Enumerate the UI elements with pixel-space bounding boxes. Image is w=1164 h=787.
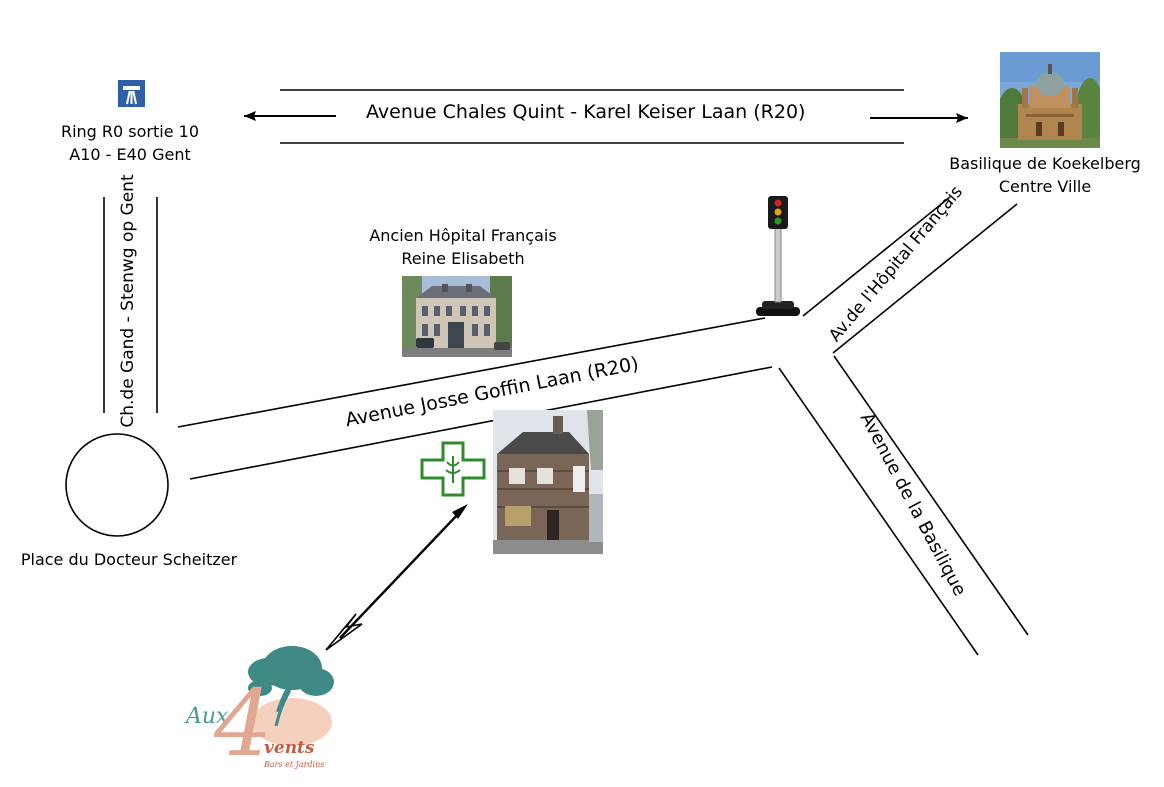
ring-label: Ring R0 sortie 10 A10 - E40 Gent	[40, 120, 220, 166]
logo-numeral: 4	[214, 670, 273, 777]
roundabout	[65, 433, 169, 537]
left-road-label: Ch.de Gand - Stenwg op Gent	[118, 174, 138, 428]
logo-tagline: Bars et Jardins	[264, 760, 325, 769]
restaurant-building-photo	[493, 410, 603, 554]
hospital-label: Ancien Hôpital Français Reine Elisabeth	[343, 224, 583, 270]
hospital-label-line2: Reine Elisabeth	[401, 249, 525, 268]
main-avenue-lower-edge	[189, 366, 773, 480]
traffic-light-icon	[756, 196, 800, 316]
logo-word-aux: Aux	[186, 704, 229, 729]
top-avenue-label: Avenue Chales Quint - Karel Keiser Laan …	[366, 101, 806, 123]
square-label: Place du Docteur Scheitzer	[20, 550, 238, 569]
arrow-to-logo-icon	[325, 504, 468, 651]
basilique-label-line1: Basilique de Koekelberg	[949, 154, 1141, 173]
basilique-road-left-edge	[778, 367, 979, 656]
ring-label-line2: A10 - E40 Gent	[69, 145, 191, 164]
pharmacy-cross-icon	[418, 440, 488, 498]
logo-word-vents: vents	[264, 738, 315, 758]
basilique-road-right-edge	[833, 355, 1029, 636]
aux-4-vents-logo: Aux 4 vents Bars et Jardins	[180, 642, 348, 778]
basilique-label-line2: Centre Ville	[998, 177, 1092, 196]
arrow-left-icon	[244, 111, 336, 121]
motorway-sign-icon	[118, 80, 145, 107]
ring-label-line1: Ring R0 sortie 10	[60, 122, 200, 141]
basilica-photo	[1000, 52, 1100, 148]
main-avenue-upper-edge	[177, 317, 766, 428]
hopital-road-right-edge	[832, 203, 1018, 354]
hopital-road-left-edge	[802, 196, 951, 317]
basilique-label: Basilique de Koekelberg Centre Ville	[940, 152, 1150, 198]
hospital-label-line1: Ancien Hôpital Français	[369, 226, 557, 245]
hospital-photo	[402, 276, 512, 357]
logo-tree-icon	[248, 646, 334, 746]
arrow-right-icon	[870, 113, 968, 123]
